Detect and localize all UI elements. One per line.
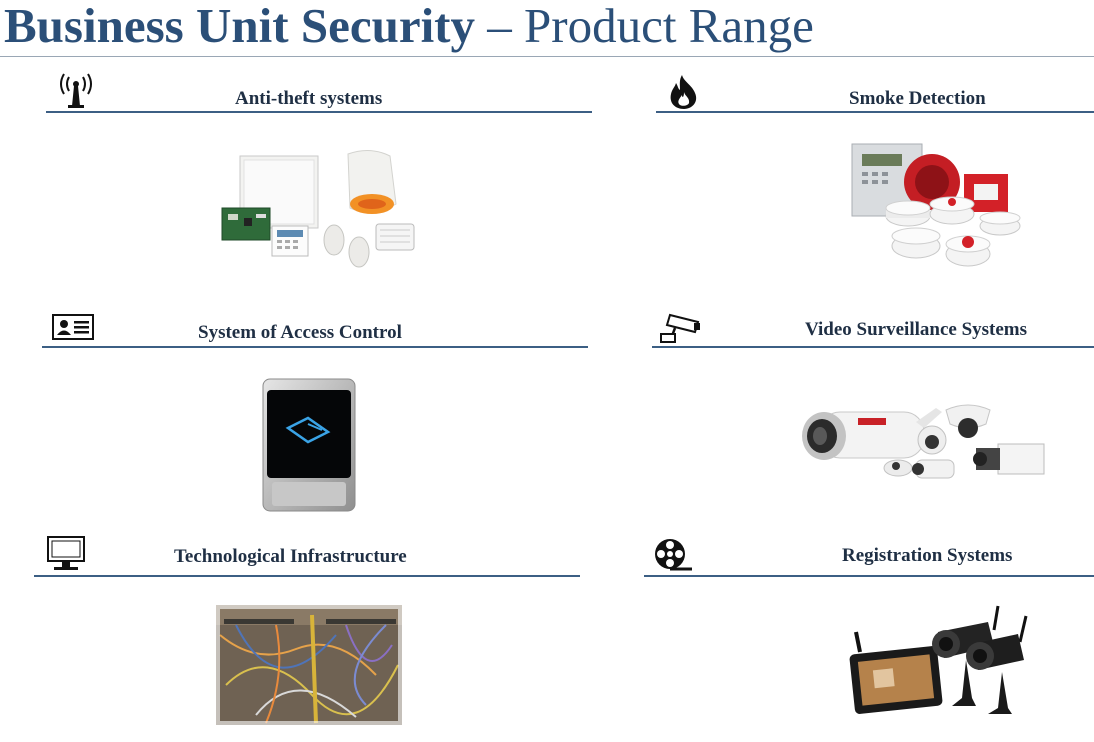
monitor-icon bbox=[47, 536, 85, 570]
section-divider bbox=[46, 111, 592, 113]
page-title: Business Unit Security – Product Range bbox=[4, 0, 814, 56]
id-card-icon bbox=[52, 314, 94, 340]
antenna-icon bbox=[60, 73, 92, 108]
title-subtitle: – Product Range bbox=[475, 0, 814, 53]
section-divider bbox=[42, 346, 588, 348]
network-cabling-image bbox=[216, 605, 402, 725]
title-bold: Business Unit Security bbox=[4, 0, 476, 53]
section-divider bbox=[652, 346, 1094, 348]
rfid-card-reader-image bbox=[262, 378, 356, 512]
section-label: Technological Infrastructure bbox=[174, 546, 407, 567]
smoke-detectors-image bbox=[851, 143, 1021, 267]
flame-icon bbox=[670, 75, 697, 109]
section-label: Smoke Detection bbox=[849, 88, 986, 109]
section-divider bbox=[34, 575, 580, 577]
section-label: Registration Systems bbox=[842, 545, 1013, 566]
wireless-recording-kit-image bbox=[849, 605, 1028, 714]
section-label: Anti-theft systems bbox=[235, 88, 383, 109]
cctv-camera-icon bbox=[660, 313, 700, 343]
section-divider bbox=[656, 111, 1094, 113]
section-divider bbox=[644, 575, 1094, 577]
section-label: Video Surveillance Systems bbox=[805, 319, 1028, 340]
anti-theft-equipment-image bbox=[221, 150, 415, 268]
film-reel-icon bbox=[655, 539, 692, 571]
title-divider bbox=[0, 56, 1094, 57]
surveillance-cameras-image bbox=[802, 404, 1045, 479]
section-label: System of Access Control bbox=[198, 322, 402, 343]
